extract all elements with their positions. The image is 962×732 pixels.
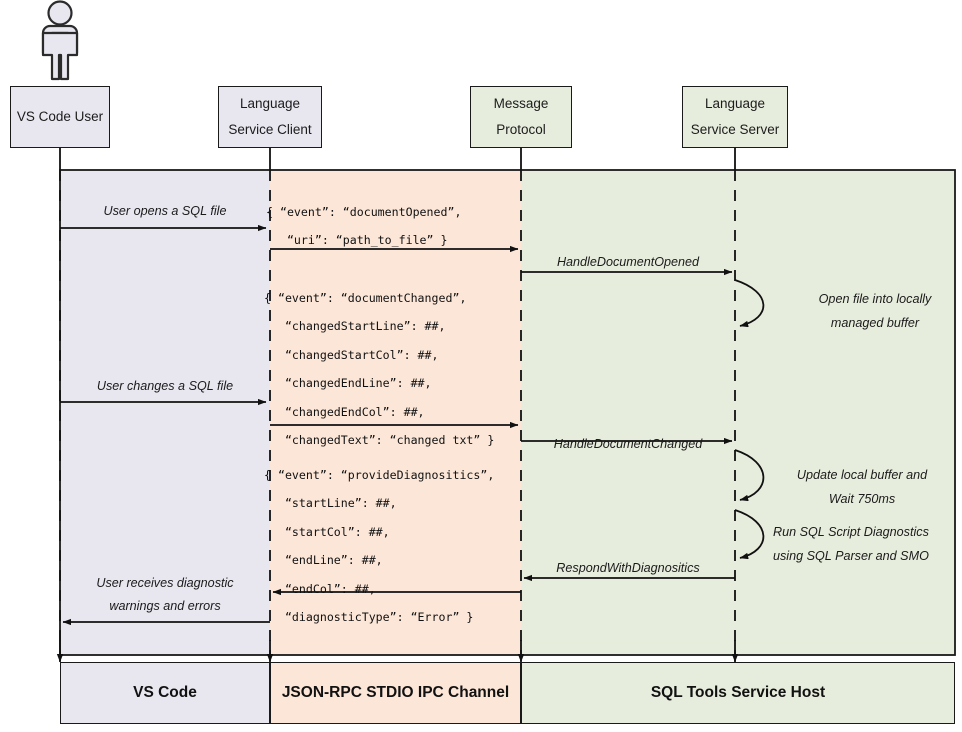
note-update-buffer-wait: Update local buffer and Wait 750ms	[773, 464, 951, 512]
note-line2: using SQL Parser and SMO	[773, 548, 929, 563]
note-run-diagnostics: Run SQL Script Diagnostics using SQL Par…	[773, 521, 962, 569]
message-text-line1: User receives diagnostic	[96, 576, 234, 590]
message-text: HandleDocumentOpened	[556, 255, 700, 269]
note-line1: Open file into locally	[818, 292, 932, 306]
participant-language-service-server[interactable]: Language Service Server	[682, 86, 788, 148]
band-label-text: SQL Tools Service Host	[650, 684, 826, 701]
person-icon	[41, 0, 79, 81]
message-text: RespondWithDiagnositics	[556, 561, 700, 575]
message-user-changes-sql-file: User changes a SQL file	[60, 375, 270, 398]
message-user-receives-diagnostics: User receives diagnostic warnings and er…	[58, 572, 272, 619]
payload-document-opened: { “event”: “documentOpened”, “uri”: “pat…	[266, 205, 462, 248]
message-handle-document-changed: HandleDocumentChanged	[521, 433, 735, 456]
payload-provide-diagnositics: { “event”: “provideDiagnositics”, “start…	[264, 468, 495, 624]
self-call-update-buffer-wait	[734, 449, 765, 502]
message-text: User opens a SQL file	[103, 204, 227, 218]
participant-label: VS Code User	[16, 109, 104, 125]
lifeline-terminators	[56, 640, 739, 663]
band-label-json-rpc[interactable]: JSON-RPC STDIO IPC Channel	[270, 662, 521, 724]
self-call-open-file-buffer	[734, 279, 765, 328]
participant-vscode-user[interactable]: VS Code User	[10, 86, 110, 148]
participant-label-line2: Service Client	[228, 122, 312, 137]
participant-label-line1: Language	[704, 96, 766, 112]
note-line1: Run SQL Script Diagnostics	[773, 525, 929, 539]
band-label-text: JSON-RPC STDIO IPC Channel	[281, 684, 510, 701]
message-user-opens-sql-file: User opens a SQL file	[60, 200, 270, 223]
note-line2: Wait 750ms	[828, 491, 896, 506]
participant-language-service-client[interactable]: Language Service Client	[218, 86, 322, 148]
band-label-sql-tools-host[interactable]: SQL Tools Service Host	[521, 662, 955, 724]
message-handle-document-opened: HandleDocumentOpened	[521, 251, 735, 274]
participant-label-line2: Service Server	[690, 122, 780, 137]
note-open-file-buffer: Open file into locally managed buffer	[775, 288, 962, 336]
message-text-line2: warnings and errors	[109, 599, 221, 614]
note-line1: Update local buffer and	[796, 468, 928, 482]
self-call-run-diagnostics	[734, 509, 765, 560]
swim-band-server	[521, 170, 955, 655]
participant-label-line2: Protocol	[496, 122, 546, 137]
band-label-vs-code[interactable]: VS Code	[60, 662, 270, 724]
message-text: HandleDocumentChanged	[553, 437, 703, 451]
message-respond-with-diagnositics: RespondWithDiagnositics	[521, 557, 735, 580]
note-line2: managed buffer	[830, 315, 920, 330]
message-text: User changes a SQL file	[96, 379, 234, 393]
band-label-text: VS Code	[133, 684, 197, 701]
participant-message-protocol[interactable]: Message Protocol	[470, 86, 572, 148]
participant-label-line1: Language	[239, 96, 301, 112]
payload-document-changed: { “event”: “documentChanged”, “changedSt…	[264, 291, 495, 447]
participant-label-line1: Message	[493, 96, 549, 112]
